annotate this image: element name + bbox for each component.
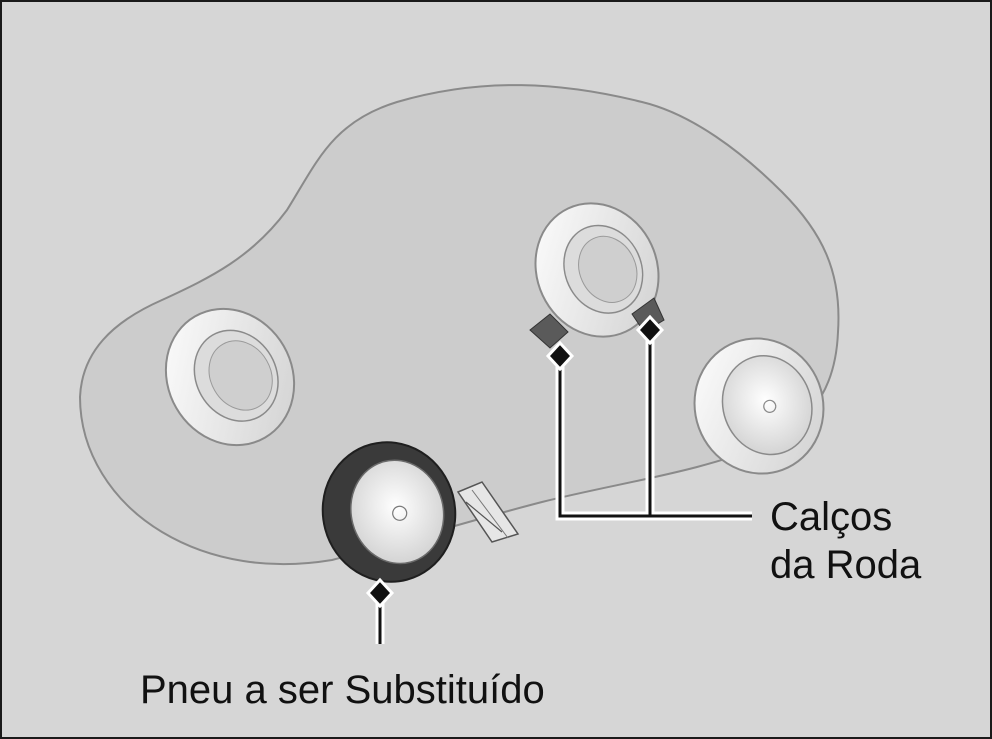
tire-to-replace-icon <box>321 441 457 583</box>
callout-marker-left-chock <box>545 340 575 372</box>
callout-marker-right-chock <box>635 314 665 346</box>
wheel-chocks-label-line1: Calços <box>770 495 893 539</box>
front-right-wheel-icon <box>693 337 825 475</box>
wheel-chock-icon <box>529 313 569 349</box>
wheel-chocks-label: Calços da Roda <box>770 493 921 589</box>
jack-icon <box>456 481 520 543</box>
callout-marker-tire <box>365 577 395 609</box>
rear-wheel-icon <box>164 307 296 447</box>
chocked-wheel-icon <box>534 202 660 338</box>
tire-to-replace-label: Pneu a ser Substituído <box>140 668 545 712</box>
wheel-chocks-label-line2: da Roda <box>770 543 922 587</box>
wheel-chocks-callout-line <box>558 330 752 518</box>
